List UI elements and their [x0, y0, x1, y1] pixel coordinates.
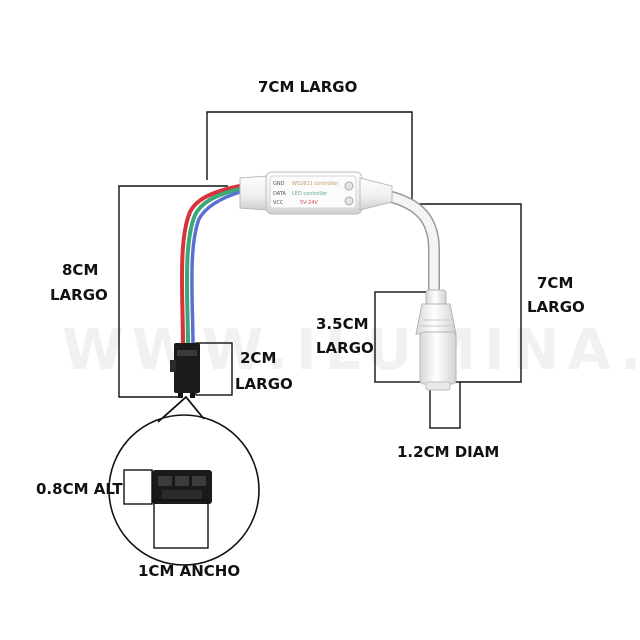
controller-label: GND DATA VCC WS2811 controller LED contr…	[273, 181, 339, 206]
label-left-height-line-2: LARGO	[50, 286, 108, 304]
label-right-height-line-1: 7CM	[537, 274, 574, 292]
wire-blue	[190, 190, 242, 347]
connector-height-box	[123, 469, 153, 505]
wire-red	[179, 184, 242, 347]
white-cable-highlight	[383, 191, 439, 297]
label-left-height-line-1: 8CM	[62, 261, 99, 279]
dc-barrel-jack	[415, 289, 457, 391]
label-top-width: 7CM LARGO	[258, 78, 358, 96]
label-connector-length-line-1: 2CM	[240, 349, 277, 367]
label-connector-width: 1CM ANCHO	[138, 562, 241, 580]
controller-pin-data: DATA	[273, 191, 286, 197]
top-width-bracket	[206, 111, 413, 204]
controller-body	[239, 171, 393, 215]
label-jack-length-line-1: 3.5CM	[316, 315, 369, 333]
controller-line-1: WS2811 controller	[292, 181, 339, 187]
label-connector-length-line-2: LARGO	[235, 375, 293, 393]
right-height-bracket	[412, 203, 522, 383]
label-jack-length-line-2: LARGO	[316, 339, 374, 357]
connector-width-box	[153, 499, 209, 549]
watermark-text: WWW.ILUMINA.PE	[62, 318, 640, 383]
rgb-wires	[179, 184, 242, 347]
white-cable	[382, 190, 440, 298]
controller-button-bottom	[344, 196, 354, 206]
dimension-lines	[118, 111, 522, 429]
left-height-bracket	[118, 185, 228, 398]
controller-line-3: 5V-24V	[300, 200, 318, 206]
label-right-height-line-2: LARGO	[527, 298, 585, 316]
label-jack-diameter: 1.2CM DIAM	[397, 443, 500, 461]
connector-zoom-inset	[108, 395, 260, 566]
controller-button-top	[344, 181, 354, 191]
connector-length-box	[195, 342, 233, 396]
black-connector	[170, 343, 200, 398]
controller-line-2: LED controller	[292, 191, 328, 197]
controller-pin-gnd: GND	[273, 181, 285, 187]
label-connector-height: 0.8CM ALT	[36, 480, 123, 498]
wire-green	[184, 187, 242, 347]
controller-pin-vcc: VCC	[273, 200, 284, 206]
